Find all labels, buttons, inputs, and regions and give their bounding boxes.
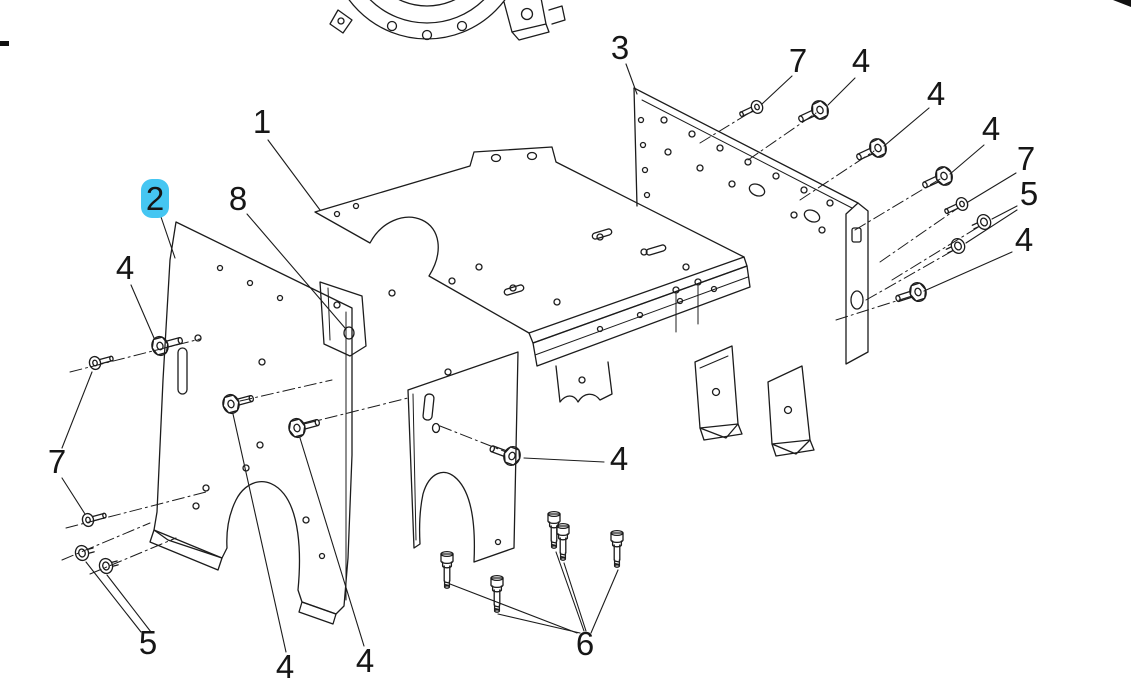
- callout-7[interactable]: 7: [1017, 140, 1035, 177]
- assembly-axis-lines: [61, 109, 981, 575]
- part4-flange-bolt: [794, 97, 832, 129]
- part5-nut: [97, 554, 121, 576]
- callout-5[interactable]: 5: [139, 624, 157, 661]
- callout-8[interactable]: 8: [229, 180, 247, 217]
- callout-4[interactable]: 4: [927, 75, 945, 112]
- callout-4[interactable]: 4: [116, 249, 134, 286]
- callout-4[interactable]: 4: [356, 642, 374, 679]
- part2-left-side-plate: [149, 221, 353, 625]
- part5-nut: [969, 211, 994, 235]
- part5-nut: [943, 235, 968, 259]
- part5-nut: [73, 541, 97, 563]
- callout-3[interactable]: 3: [611, 29, 629, 66]
- part8-bracket: [319, 281, 367, 357]
- callout-7[interactable]: 7: [48, 443, 66, 480]
- part6-shoulder-screw: [610, 529, 624, 568]
- part4-flange-bolt: [892, 279, 930, 309]
- callout-highlight: [141, 179, 169, 218]
- callout-5[interactable]: 5: [1020, 175, 1038, 212]
- part4-flange-bolt: [149, 330, 186, 358]
- callout-2[interactable]: 2: [146, 180, 164, 217]
- callout-4[interactable]: 4: [276, 648, 294, 685]
- part1-top-platform: [314, 146, 748, 344]
- page-edge-marks: [0, 0, 1131, 46]
- callout-4[interactable]: 4: [1015, 221, 1033, 258]
- part6-shoulder-screw: [490, 574, 504, 613]
- part3-right-side-plate: [633, 87, 869, 457]
- callout-6[interactable]: 6: [576, 625, 594, 662]
- part7-screw: [80, 508, 109, 529]
- callout-1[interactable]: 1: [253, 103, 271, 140]
- front-hanger-plate: [407, 351, 519, 563]
- callout-4[interactable]: 4: [982, 110, 1000, 147]
- part4-flange-bolt: [220, 388, 257, 416]
- part6-shoulder-screw: [440, 550, 454, 589]
- part7-screw: [941, 195, 971, 219]
- part6-shoulder-screw: [547, 510, 561, 549]
- callout-7[interactable]: 7: [789, 42, 807, 79]
- leader-lines: [61, 63, 1018, 653]
- part4-flange-bolt: [286, 412, 323, 440]
- part6-shoulder-screw: [556, 522, 570, 561]
- fasteners: [73, 97, 994, 613]
- callout-4[interactable]: 4: [610, 440, 628, 477]
- engine-bottom-view: [329, 0, 566, 41]
- callout-4[interactable]: 4: [852, 42, 870, 79]
- part4-flange-bolt: [486, 438, 524, 469]
- frame-cross-rail: [532, 265, 751, 403]
- part4-flange-bolt: [918, 163, 956, 195]
- part7-screw: [87, 351, 116, 372]
